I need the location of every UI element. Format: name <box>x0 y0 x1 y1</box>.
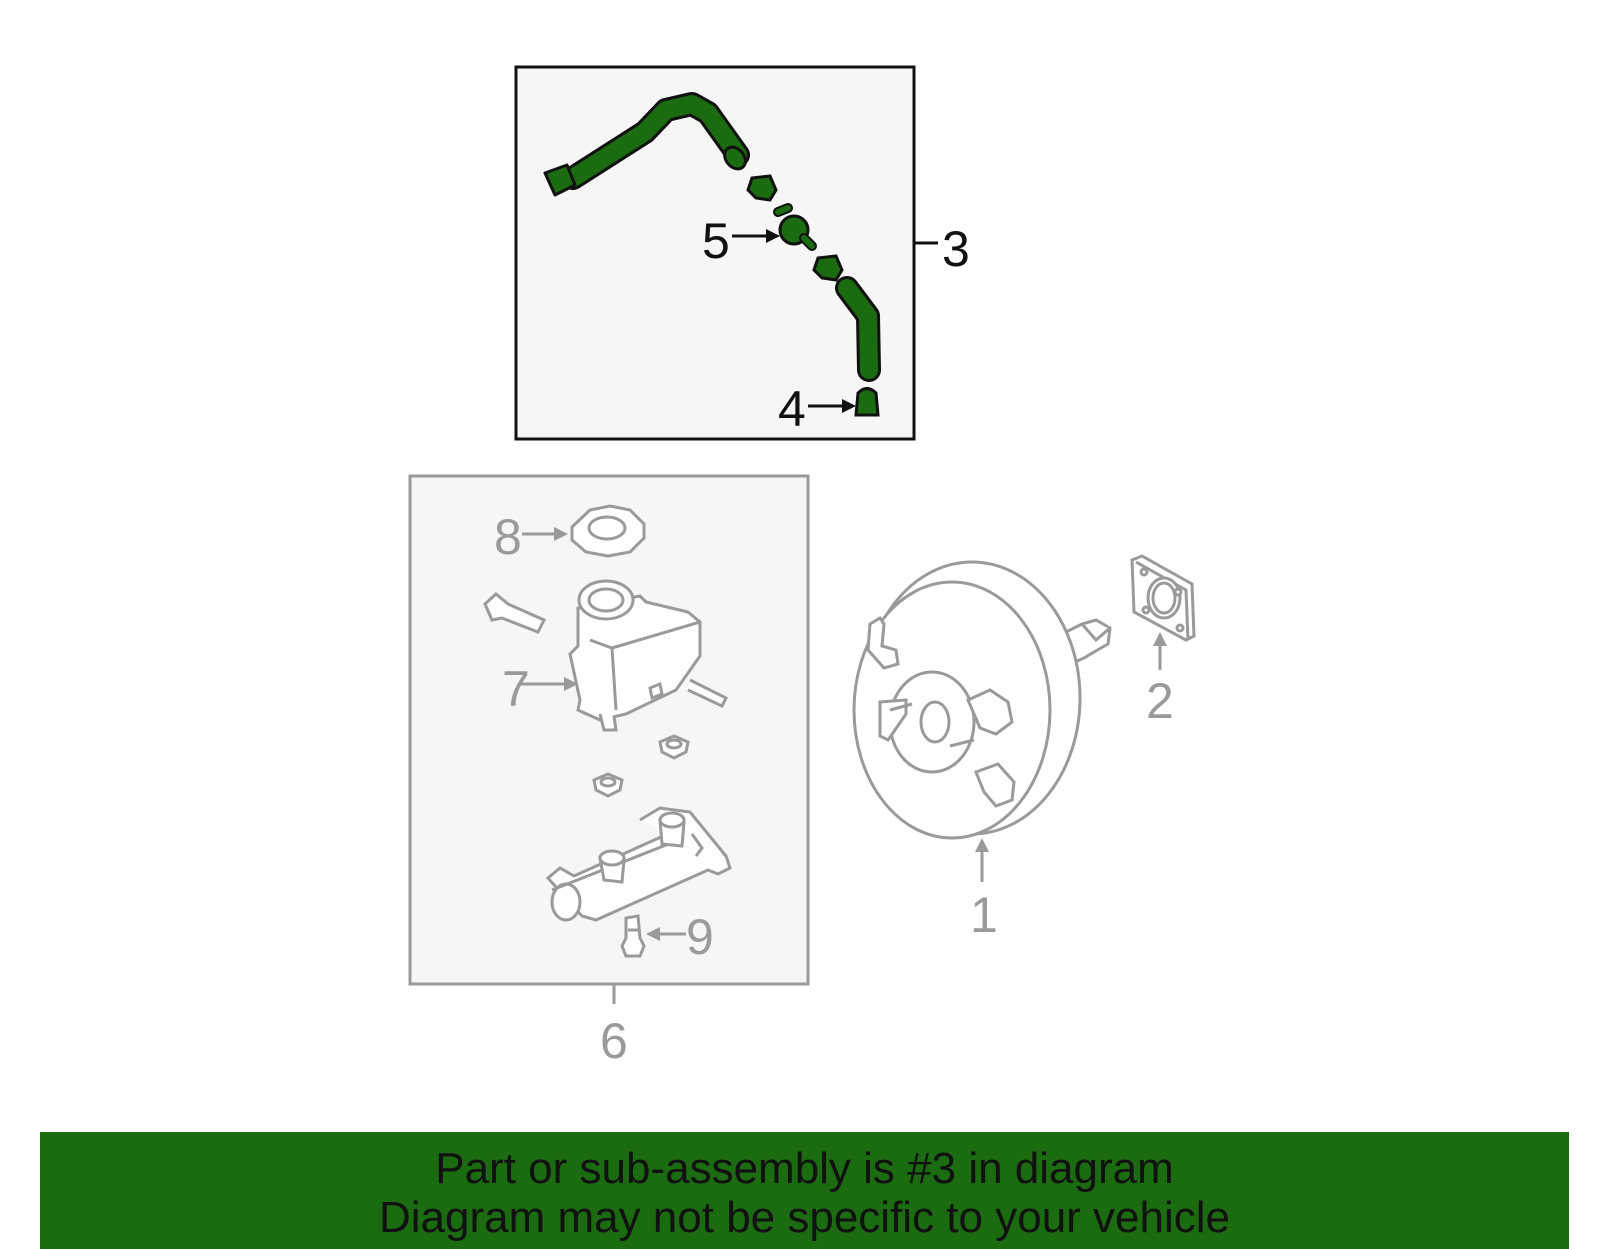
callout-7: 7 <box>502 661 530 717</box>
clamp-icon <box>854 387 880 417</box>
leader-arrow-4 <box>842 399 856 413</box>
clamp-icon <box>746 174 844 282</box>
banner-line-1: Part or sub-assembly is #3 in diagram <box>435 1144 1174 1193</box>
reservoir-cap-icon <box>570 504 646 558</box>
callout-2: 2 <box>1146 673 1174 729</box>
info-banner: Part or sub-assembly is #3 in diagram Di… <box>40 1132 1569 1249</box>
callout-6: 6 <box>600 1013 628 1069</box>
callout-1: 1 <box>970 887 998 943</box>
seal-icon <box>592 734 690 798</box>
callout-3: 3 <box>942 221 970 277</box>
brake-booster-icon <box>852 560 1112 840</box>
callout-8: 8 <box>494 509 522 565</box>
callout-5: 5 <box>702 213 730 269</box>
reservoir-icon <box>483 579 729 732</box>
callout-9: 9 <box>686 909 714 965</box>
hose-icon <box>543 92 881 382</box>
callout-4: 4 <box>778 381 806 437</box>
check-valve-icon <box>773 203 817 251</box>
banner-line-2: Diagram may not be specific to your vehi… <box>378 1193 1231 1242</box>
bolt-icon <box>620 914 646 958</box>
master-cylinder-icon <box>545 806 732 922</box>
leader-arrow-5 <box>766 229 780 243</box>
gasket-icon <box>1130 554 1196 642</box>
